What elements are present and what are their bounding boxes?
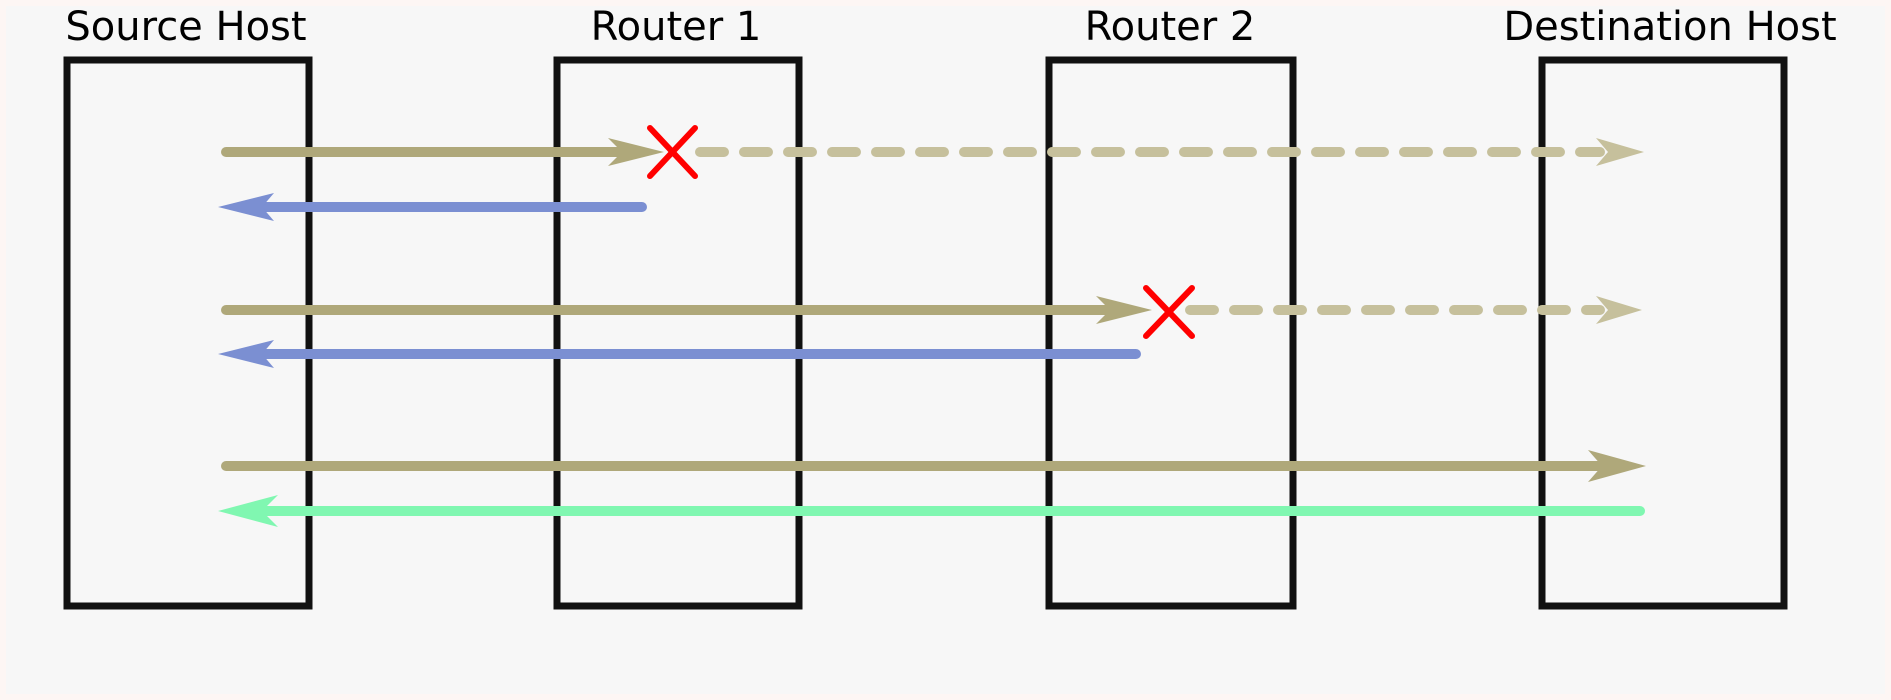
probe-1-arrowhead	[608, 138, 664, 166]
probe-2-arrowhead	[1096, 296, 1152, 324]
probe-1-dropped-arrowhead	[1596, 138, 1644, 166]
exchange-3	[218, 450, 1646, 527]
reply-2-arrowhead	[218, 340, 274, 368]
probe-2-dropped-arrowhead	[1596, 296, 1642, 324]
router-2-box	[1045, 56, 1297, 610]
drop-marker-router-2	[1143, 285, 1195, 339]
reply-1-arrowhead	[218, 193, 274, 221]
router-1-box	[553, 56, 803, 610]
router-2-label: Router 2	[1085, 4, 1256, 50]
exchange-1	[218, 125, 1644, 221]
reply-3-arrowhead	[218, 495, 278, 527]
probe-3-arrowhead	[1588, 450, 1646, 482]
router-1-label: Router 1	[591, 4, 762, 50]
destination-host-label: Destination Host	[1503, 4, 1836, 50]
source-host-label: Source Host	[65, 4, 306, 50]
exchange-2	[218, 285, 1642, 368]
destination-host-box	[1538, 56, 1788, 610]
source-host-box	[63, 56, 313, 610]
drop-marker-router-1	[647, 125, 698, 179]
